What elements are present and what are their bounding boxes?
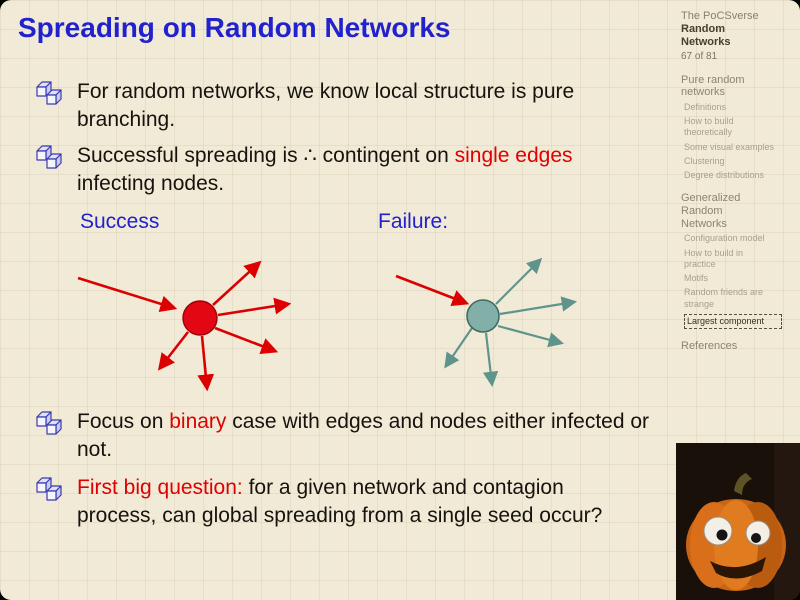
sidebar-item-motifs[interactable]: Motifs (684, 273, 709, 284)
text-segment: Successful spreading is ∴ contingent on (77, 144, 455, 167)
slide-title: Spreading on Random Networks (18, 12, 451, 43)
failure-spreading-diagram (388, 246, 603, 409)
bullet-successful-spreading: Successful spreading is ∴ contingent on … (36, 142, 652, 197)
sidebar-item-how-to-build-in-practice[interactable]: How to build in practice (684, 247, 744, 269)
text-segment: for a given network and contagion proces… (77, 476, 603, 527)
bullet-binary-case: Focus on binary case with edges and node… (36, 408, 652, 463)
sidebar-item-definitions[interactable]: Definitions (684, 101, 727, 112)
text-segment: For random networks, we know local struc… (77, 80, 575, 131)
text-segment: case with edges and nodes either infecte… (77, 410, 650, 461)
sidebar-item-degree-distributions[interactable]: Degree distributions (684, 170, 765, 181)
cubes-bullet-icon (36, 477, 62, 506)
failure-label: Failure: (378, 210, 449, 233)
text-segment-red: First big question: (77, 476, 243, 499)
sidebar-brand: The PoCSverse (681, 10, 759, 22)
bullet-first-big-question: First big question: for a given network … (36, 474, 637, 529)
infected-node (182, 300, 218, 336)
bullet-local-structure: For random networks, we know local struc… (36, 78, 652, 133)
bullet-text: For random networks, we know local struc… (77, 78, 652, 133)
cubes-bullet-icon (36, 81, 62, 110)
sidebar-item-some-visual-examples[interactable]: Some visual examples (684, 141, 775, 152)
sidebar-item-how-to-build-theoretically[interactable]: How to build theoretically (684, 116, 734, 138)
sidebar-item-largest-component-current[interactable]: Largest component (684, 313, 782, 330)
text-segment: Focus on (77, 410, 170, 433)
text-segment: infecting nodes. (77, 171, 225, 195)
success-spreading-diagram (70, 246, 305, 409)
sidebar: The PoCSverse Random Networks 67 of 81 P… (678, 0, 800, 600)
text-segment-red: single edges (454, 144, 573, 167)
text-segment-red: binary (169, 410, 227, 433)
sidebar-item-configuration-model[interactable]: Configuration model (684, 233, 765, 244)
bullet-text: Focus on binary case with edges and node… (77, 408, 652, 463)
cubes-bullet-icon (36, 145, 62, 174)
bullet-text: First big question: for a given network … (77, 474, 637, 529)
pumpkin-googly-eyes-photo (676, 443, 800, 600)
cubes-bullet-icon (36, 411, 62, 440)
sidebar-item-clustering[interactable]: Clustering (684, 155, 725, 166)
bullet-text: Successful spreading is ∴ contingent on … (77, 142, 652, 197)
uninfected-node (466, 299, 500, 333)
sidebar-item-references[interactable]: References (681, 340, 738, 353)
success-label: Success (80, 210, 160, 233)
sidebar-deck-title: Random Networks (681, 23, 731, 49)
sidebar-item-random-friends-are-strange[interactable]: Random friends are strange (684, 287, 764, 309)
sidebar-page-number: 67 of 81 (681, 50, 718, 62)
sidebar-item-pure-random-networks[interactable]: Pure random networks (681, 73, 745, 99)
sidebar-item-generalized-random-networks[interactable]: Generalized Random Networks (681, 192, 741, 230)
